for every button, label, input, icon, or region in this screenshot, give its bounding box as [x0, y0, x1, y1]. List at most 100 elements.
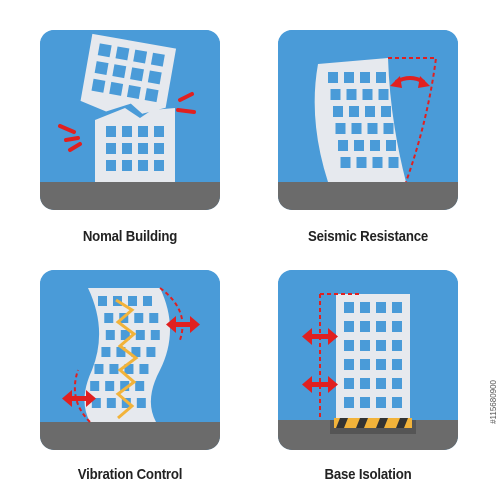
window: [376, 359, 386, 370]
window: [376, 397, 386, 408]
window: [392, 397, 402, 408]
window: [130, 67, 144, 82]
displacement-arrow-icon: [302, 328, 338, 393]
window: [154, 160, 164, 171]
window: [138, 126, 148, 137]
window: [360, 378, 370, 389]
window: [131, 347, 141, 357]
damper-icon: [115, 298, 139, 420]
window: [360, 397, 370, 408]
building-wavy: [84, 288, 170, 422]
window: [97, 43, 112, 58]
window: [106, 126, 116, 137]
window: [376, 378, 386, 389]
window: [372, 157, 383, 168]
window: [136, 398, 146, 408]
window: [106, 143, 116, 154]
window: [360, 302, 370, 313]
window: [360, 321, 370, 332]
window: [143, 296, 152, 306]
window: [392, 378, 402, 389]
window: [360, 340, 370, 351]
window: [91, 398, 101, 408]
normal-building-illustration: [40, 30, 220, 210]
window: [109, 364, 119, 374]
ground: [40, 182, 220, 210]
window: [376, 321, 386, 332]
caption-vibration-control: Vibration Control: [77, 466, 183, 483]
window: [338, 140, 348, 151]
window: [344, 359, 354, 370]
vibration-control-illustration: [40, 270, 220, 450]
isolator-icon: [334, 418, 412, 428]
window: [138, 160, 148, 171]
window: [154, 126, 164, 137]
window: [122, 160, 132, 171]
window: [367, 123, 378, 134]
window: [101, 347, 111, 357]
window: [106, 160, 116, 171]
window: [335, 123, 346, 134]
window: [104, 313, 114, 323]
caption-base-isolation: Base Isolation: [324, 466, 412, 483]
window: [340, 157, 351, 168]
window: [120, 381, 130, 391]
window: [349, 106, 359, 117]
window: [360, 359, 370, 370]
window: [147, 70, 162, 85]
window: [346, 89, 357, 100]
window: [388, 157, 399, 168]
window: [360, 72, 370, 83]
window: [392, 359, 402, 370]
window: [109, 81, 124, 96]
window: [106, 398, 116, 408]
window: [356, 157, 367, 168]
caption-normal-building: Nomal Building: [82, 228, 178, 245]
base-isolation-illustration: [278, 270, 458, 450]
window: [149, 313, 159, 323]
window: [154, 143, 164, 154]
window: [90, 381, 100, 391]
window: [344, 72, 354, 83]
window: [124, 364, 134, 374]
ground: [278, 182, 458, 210]
window: [116, 347, 126, 357]
window: [105, 381, 115, 391]
window: [365, 106, 375, 117]
building-leaning: [314, 58, 406, 182]
ground: [40, 422, 220, 450]
window: [122, 126, 132, 137]
window: [344, 397, 354, 408]
window: [344, 302, 354, 313]
window: [150, 52, 165, 67]
panel-vibration-control: [40, 270, 220, 450]
window: [133, 49, 148, 64]
window: [98, 296, 107, 306]
window: [386, 140, 396, 151]
window: [94, 61, 109, 75]
stock-id-label: #115680900: [489, 380, 498, 424]
window: [383, 123, 394, 134]
crack-icon: [58, 92, 196, 152]
window: [333, 106, 343, 117]
window: [144, 88, 159, 103]
window: [344, 378, 354, 389]
window: [381, 106, 391, 117]
window: [378, 89, 389, 100]
caption-seismic-resistance: Seismic Resistance: [307, 228, 429, 245]
vibration-arrow-icon: [62, 316, 200, 407]
building-isolated: [336, 294, 410, 418]
panel-normal-building: [40, 30, 220, 210]
window: [128, 296, 137, 306]
window: [344, 321, 354, 332]
window: [120, 330, 130, 340]
window: [344, 340, 354, 351]
window: [126, 85, 141, 99]
panel-seismic-resistance: [278, 30, 458, 210]
window: [91, 78, 106, 93]
window: [112, 64, 127, 79]
window: [115, 46, 130, 61]
window: [392, 340, 402, 351]
window: [392, 321, 402, 332]
building-lower: [95, 108, 175, 182]
